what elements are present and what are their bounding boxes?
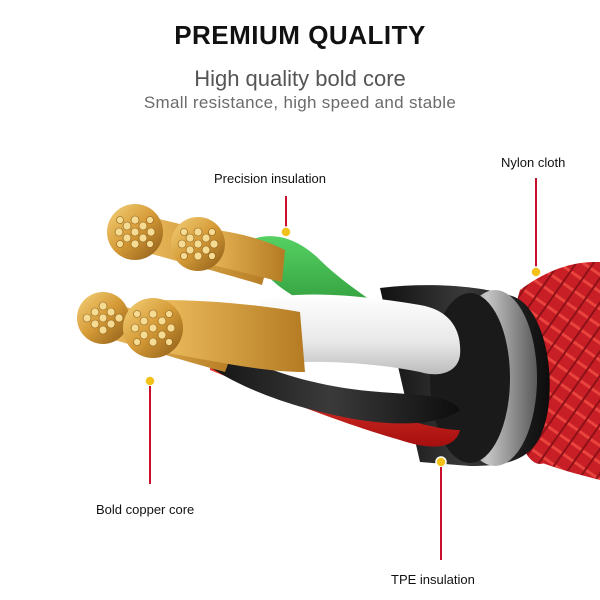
pointer-bold-copper-core (144, 375, 156, 484)
label-nylon-cloth: Nylon cloth (501, 155, 566, 170)
pointer-precision-insulation (280, 196, 292, 238)
label-precision-insulation: Precision insulation (214, 171, 327, 186)
subtitle: High quality bold core (194, 66, 406, 91)
wire-black (200, 345, 460, 424)
copper-core-bottom-right (123, 298, 305, 372)
pointer-tpe-insulation (435, 456, 447, 560)
copper-core-top-right (171, 217, 285, 282)
wire-white (260, 294, 461, 375)
label-tpe-insulation: TPE insulation (391, 572, 475, 587)
label-bold-copper-core: Bold copper core (96, 502, 195, 517)
page-title: PREMIUM QUALITY (174, 20, 426, 50)
pointer-nylon-cloth (530, 178, 542, 278)
tagline: Small resistance, high speed and stable (143, 93, 457, 112)
